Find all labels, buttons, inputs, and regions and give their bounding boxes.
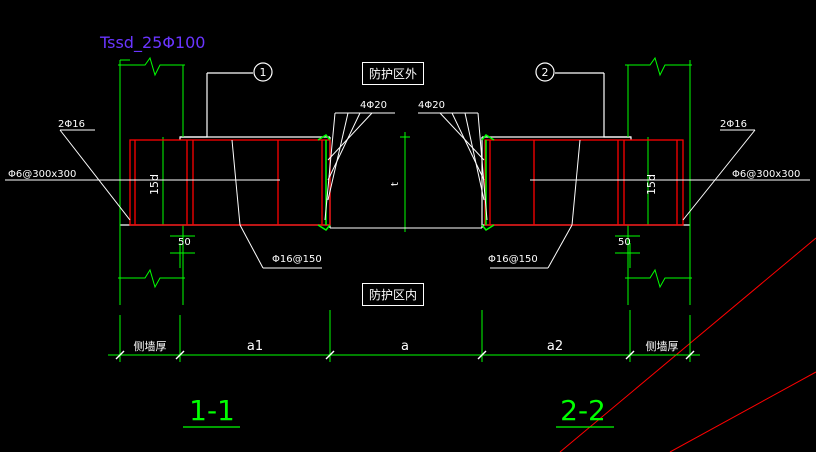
left-diagonal-tie (231, 139, 241, 226)
left-2phi16-leader (59, 129, 131, 221)
marker-1-label: 1 (260, 66, 267, 79)
right-ties-label: Φ6@300x300 (732, 169, 800, 180)
right-2phi16-label: 2Φ16 (720, 119, 747, 130)
background-diagonal-lines (559, 237, 816, 452)
right-4phi20-leader-3 (451, 112, 485, 181)
dim-wall-right: 侧墙厚 (646, 339, 679, 353)
dim-a1: a1 (247, 339, 263, 354)
left-cover-label: 50 (178, 237, 191, 248)
right-hook-top (481, 134, 495, 141)
dim-a: a (401, 339, 409, 354)
left-break-line-bottom (118, 268, 185, 289)
zone-outside-label: 防护区外 (362, 62, 425, 85)
left-4phi20-leader-2 (327, 112, 349, 201)
right-15d-label: 15d (645, 174, 658, 195)
dim-a2: a2 (547, 339, 563, 354)
dim-slash-4 (477, 350, 487, 360)
drawing-title: Tssd_25Φ100 (99, 33, 205, 53)
section-title-left: 1-1 (189, 394, 235, 427)
right-4phi20-leader-1 (477, 112, 488, 221)
dimension-ticks (115, 350, 695, 360)
left-break-line-top (118, 56, 185, 77)
dim-slash-6 (685, 350, 695, 360)
left-4phi20-leader-4 (327, 112, 373, 161)
left-4phi20-leader-1 (324, 112, 336, 221)
left-ties-label: Φ6@300x300 (8, 169, 76, 180)
diagonal-line-1 (559, 237, 816, 452)
right-dist-leader (547, 224, 573, 269)
dim-slash-1 (115, 350, 125, 360)
left-wall-outline-top (179, 73, 208, 140)
dim-slash-5 (625, 350, 635, 360)
dimension-chain (108, 310, 700, 362)
thickness-label: t (390, 182, 401, 186)
left-dist-leader (239, 224, 264, 269)
right-diagonal-tie (571, 139, 581, 226)
right-wall-outline-top (603, 73, 632, 140)
right-break-line-bottom (625, 268, 692, 289)
right-break-line-top (625, 56, 692, 77)
dim-slash-3 (325, 350, 335, 360)
section-title-right: 2-2 (560, 394, 606, 427)
left-4phi20-leader-3 (327, 112, 361, 181)
left-dist-label: Φ16@150 (272, 254, 322, 265)
right-4phi20-leader-2 (464, 112, 485, 201)
left-2phi16-label: 2Φ16 (58, 119, 85, 130)
left-hook-bottom (317, 224, 331, 231)
right-rebar-cage (484, 139, 684, 226)
left-4phi20-label: 4Φ20 (360, 100, 387, 111)
left-15d-label: 15d (148, 174, 161, 195)
left-wall (5, 56, 395, 305)
diagonal-line-2 (669, 371, 816, 452)
center-opening: t (330, 132, 482, 232)
right-4phi20-label: 4Φ20 (418, 100, 445, 111)
right-dist-label: Φ16@150 (488, 254, 538, 265)
dim-wall-left: 侧墙厚 (134, 339, 167, 353)
left-rebar-cage (129, 139, 331, 226)
right-cover-label: 50 (618, 237, 631, 248)
zone-inside-label: 防护区内 (362, 283, 425, 306)
right-hook-bottom (481, 224, 495, 231)
right-4phi20-leader-4 (439, 112, 485, 161)
left-hook-top (317, 134, 331, 141)
right-wall (418, 56, 810, 305)
marker-2: 2 (535, 62, 555, 82)
marker-1: 1 (253, 62, 273, 82)
right-2phi16-leader (682, 129, 756, 221)
dim-slash-2 (175, 350, 185, 360)
marker-2-label: 2 (542, 66, 549, 79)
